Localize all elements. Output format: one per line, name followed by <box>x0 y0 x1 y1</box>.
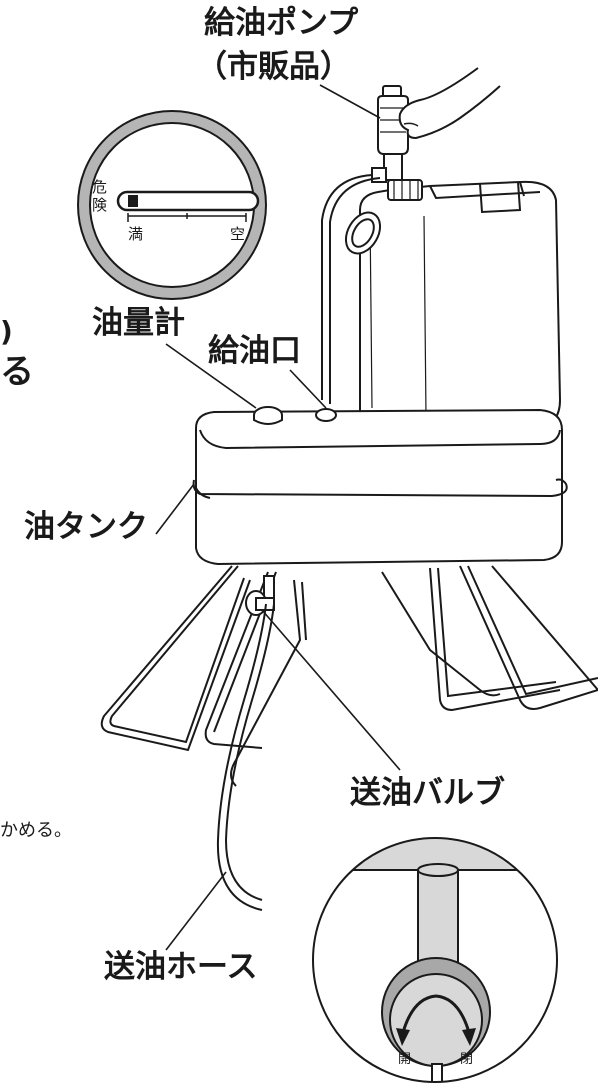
valve-open-label: 開 <box>398 1052 411 1067</box>
gauge-danger-bottom: 険 <box>92 196 107 214</box>
gauge-empty-label: 空 <box>230 225 245 243</box>
pump-label: 給油ポンプ <box>204 5 359 41</box>
feed-hose <box>216 603 267 911</box>
gauge-danger-top: 危 <box>92 178 107 196</box>
fill-port-label: 給油口 <box>208 333 301 369</box>
siphon-pump <box>371 67 501 183</box>
valve-close-label: 閉 <box>460 1052 473 1067</box>
gauge-full-label: 満 <box>128 225 143 243</box>
gauge-label: 油量計 <box>92 305 185 341</box>
cut-text-line3: かめる。 <box>0 820 72 841</box>
pump-note-label: （市販品） <box>196 49 351 85</box>
hose-label: 送油ホース <box>104 949 258 985</box>
rotation-arrow-icon <box>400 994 472 1037</box>
valve-label: 送油バルブ <box>350 775 505 811</box>
leader-lines <box>155 84 401 951</box>
valve-inset: 開 閉 <box>312 837 558 1083</box>
tank-label: 油タンク <box>24 509 148 545</box>
cut-text-line1: ) <box>0 315 13 348</box>
cut-text-line2: る <box>0 352 34 392</box>
gauge-level-indicator <box>128 195 138 207</box>
pump-hose <box>321 174 373 400</box>
tank-stand <box>100 565 598 787</box>
gauge-inset: 危 険 満 空 <box>77 110 267 300</box>
jerry-can <box>344 179 562 432</box>
gauge-meter-bar <box>116 190 260 212</box>
valve-knob <box>245 575 275 616</box>
oil-tank <box>192 406 568 566</box>
